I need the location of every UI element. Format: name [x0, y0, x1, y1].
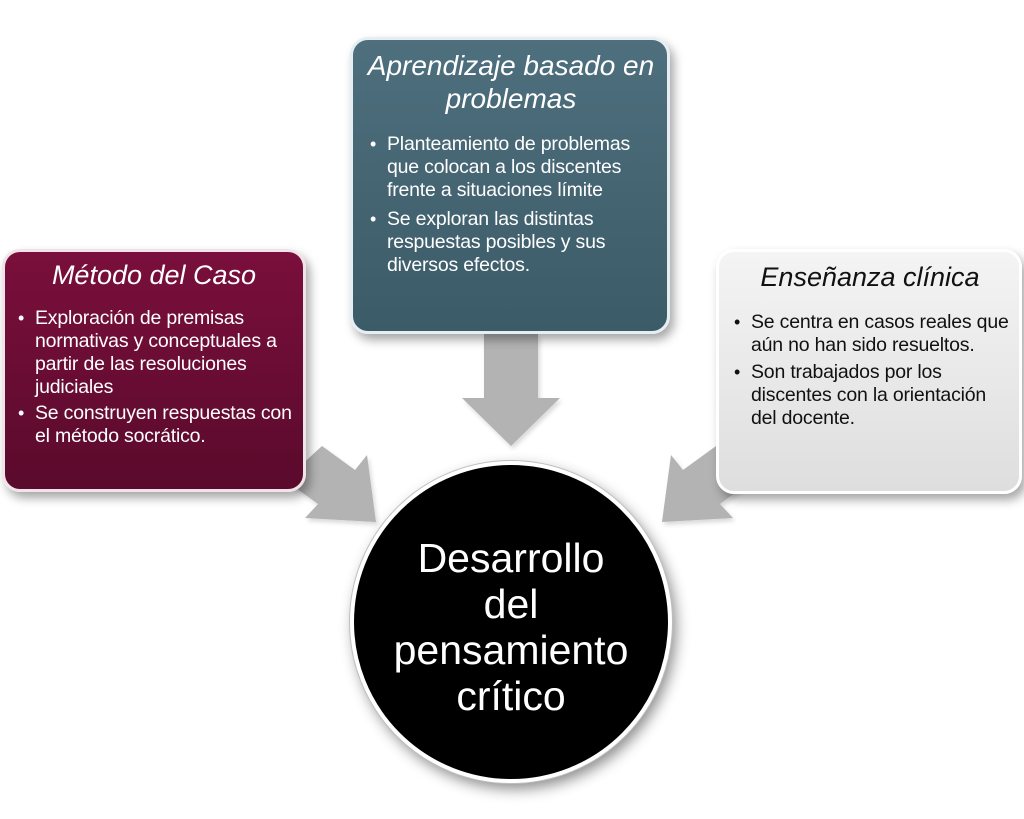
list-item: Se construyen respuestas con el método s…: [15, 402, 293, 448]
aprendizaje-list: Planteamiento de problemas que colocan a…: [367, 133, 659, 277]
list-item: Exploración de premisas normativas y con…: [15, 307, 293, 399]
clinica-list: Se centra en casos reales que aún no han…: [731, 311, 1009, 430]
list-item: Se exploran las distintas respuestas pos…: [367, 208, 659, 277]
arrow-left-to-center: [285, 446, 376, 522]
metodo-caso-box: Método del Caso Exploración de premisas …: [2, 249, 306, 492]
list-item: Planteamiento de problemas que colocan a…: [367, 133, 659, 202]
arrow-down: [462, 334, 560, 446]
list-item: Son trabajados por los discentes con la …: [731, 361, 1009, 430]
list-item: Se centra en casos reales que aún no han…: [731, 311, 1009, 357]
aprendizaje-box: Aprendizaje basado en problemas Planteam…: [350, 37, 670, 334]
clinica-box: Enseñanza clínica Se centra en casos rea…: [716, 249, 1022, 494]
center-circle: Desarrollo del pensamiento crítico: [350, 461, 672, 783]
center-text: Desarrollo del pensamiento crítico: [393, 535, 629, 719]
clinica-title: Enseñanza clínica: [760, 262, 980, 292]
aprendizaje-title: Aprendizaje basado en problemas: [367, 50, 655, 114]
metodo-caso-title: Método del Caso: [51, 260, 257, 290]
metodo-caso-list: Exploración de premisas normativas y con…: [15, 307, 293, 448]
